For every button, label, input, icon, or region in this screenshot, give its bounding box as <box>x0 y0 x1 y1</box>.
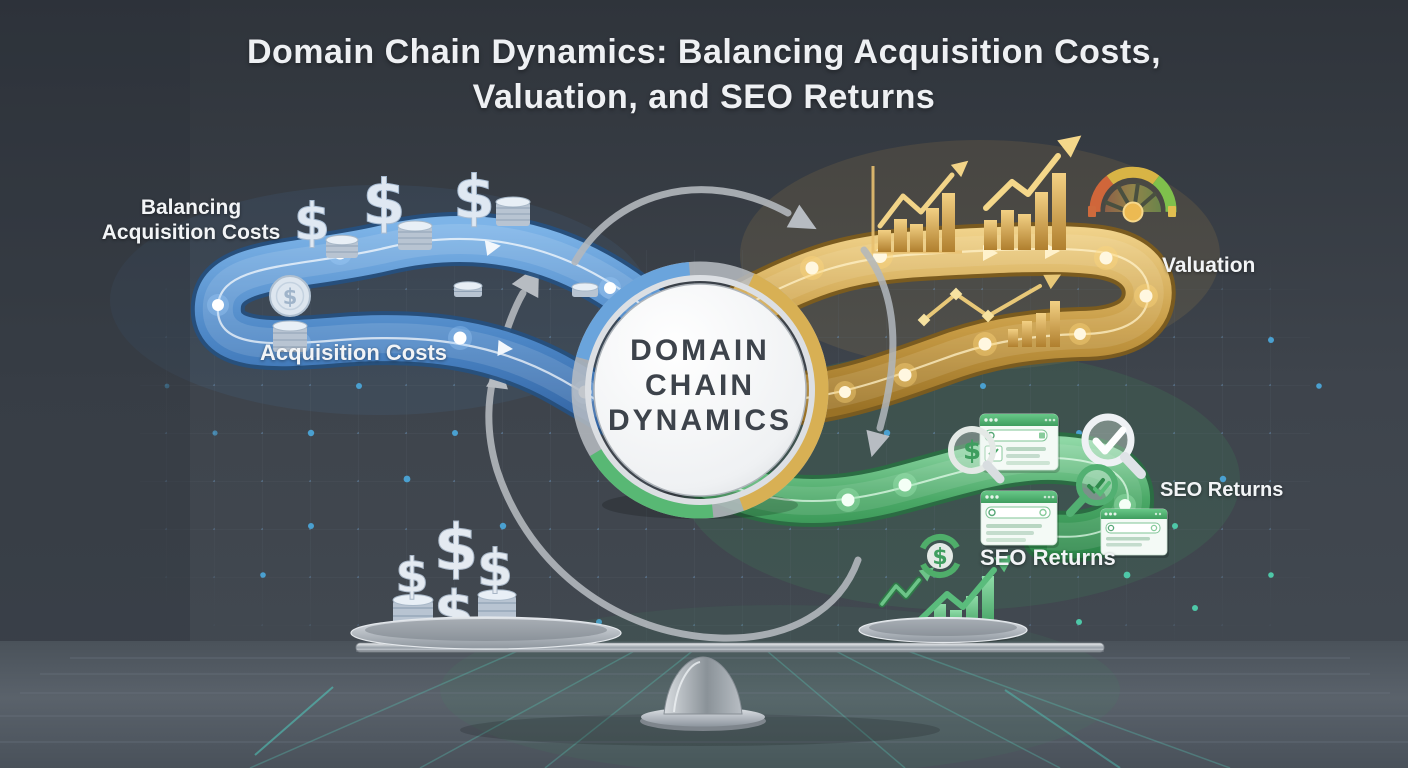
cycle-arrow-right-icon <box>860 246 897 458</box>
gauge-icon <box>1088 166 1177 223</box>
magnifier-check-icon <box>1081 413 1146 479</box>
label-valuation: Valuation <box>1162 254 1256 277</box>
page-title: Domain Chain Dynamics: Balancing Acquisi… <box>0 30 1408 120</box>
svg-text:$: $ <box>477 539 513 599</box>
gold-bar-chart-small-icon <box>871 160 969 254</box>
central-hub-label: DOMAIN CHAIN DYNAMICS <box>607 334 792 437</box>
svg-text:$: $ <box>434 512 479 586</box>
label-acquisition-costs: Acquisition Costs <box>260 340 448 365</box>
path-chevron-icon <box>484 240 513 356</box>
label-seo-returns-scale: SEO Returns <box>980 545 1116 570</box>
dollar-coin-icon: $ <box>269 275 311 317</box>
browser-window-icon <box>979 413 1060 473</box>
svg-text:$: $ <box>395 548 428 604</box>
svg-text:$: $ <box>283 285 298 309</box>
label-seo-returns-side: SEO Returns <box>1160 479 1284 501</box>
path-node-dot <box>800 243 1158 403</box>
svg-text:$: $ <box>932 545 947 570</box>
balance-scale: $ $ $ $ $ <box>350 512 1105 746</box>
cycle-arrow-top-icon <box>571 186 817 266</box>
magnifier-doublecheck-icon <box>1066 464 1118 517</box>
browser-window-icon <box>980 490 1059 548</box>
page-title-line2: Valuation, and SEO Returns <box>472 77 936 116</box>
dollar-sign-icon: $ $ $ $ <box>395 512 514 647</box>
browser-window-icon <box>1100 508 1169 558</box>
svg-text:$: $ <box>453 163 495 233</box>
balance-pan-left <box>350 616 622 650</box>
label-balancing-acquisition-costs: Balancing Acquisition Costs <box>101 196 281 244</box>
page-title-line1: Domain Chain Dynamics: Balancing Acquisi… <box>246 33 1162 71</box>
valuation-path <box>725 221 1176 425</box>
balance-fulcrum <box>640 656 766 731</box>
magnifier-dollar-icon: $ <box>948 426 1005 484</box>
balance-pan-right <box>858 616 1028 644</box>
roi-cycle-icon: $ <box>918 534 962 578</box>
acquisition-path <box>190 211 675 451</box>
central-hub <box>571 261 829 519</box>
dollar-sign-icon: $ $ $ <box>293 163 495 254</box>
gold-bar-chart-large-icon <box>983 135 1082 250</box>
svg-text:$: $ <box>963 436 981 466</box>
coin-stack-icon <box>272 196 599 352</box>
svg-text:$: $ <box>294 193 330 253</box>
